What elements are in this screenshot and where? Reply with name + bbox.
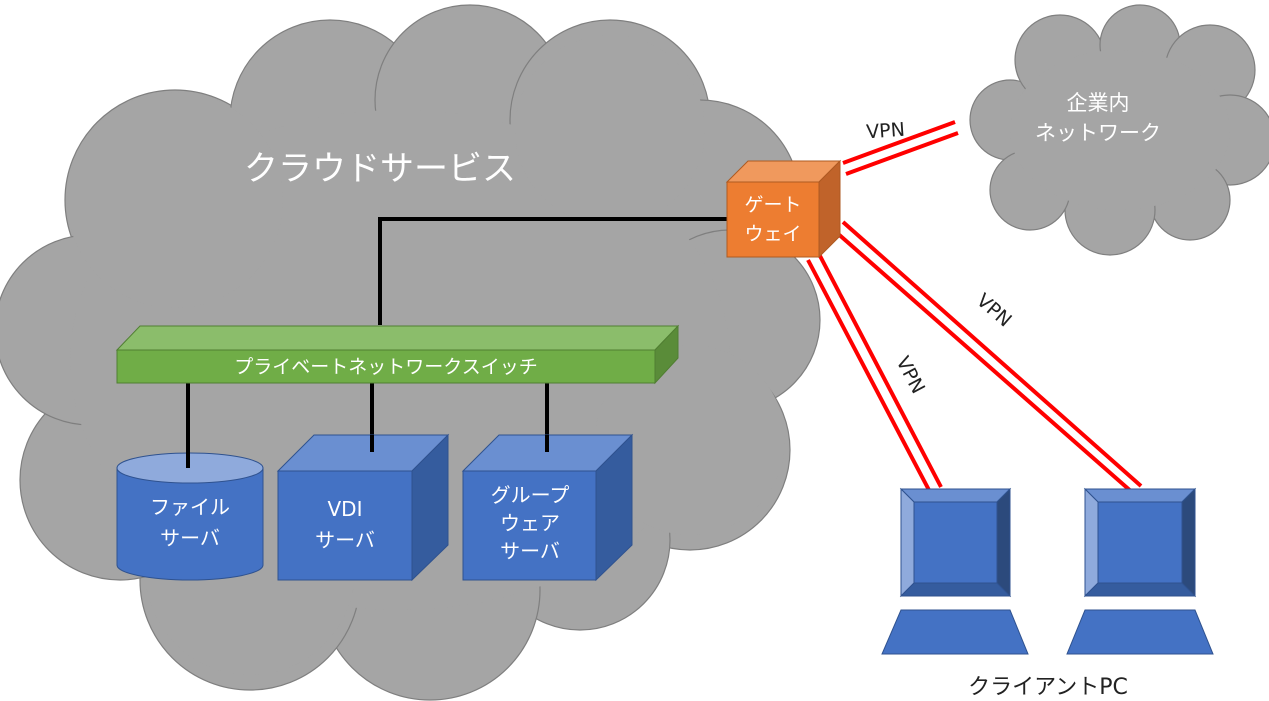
cloud-service-label: クラウドサービス [244, 149, 516, 189]
file-server-label-line1: ファイル [150, 495, 230, 519]
vpn-label-corporate: VPN [866, 119, 906, 144]
private-network-switch[interactable]: プライベートネットワークスイッチ [115, 324, 680, 385]
vpn-line-corporate [842, 120, 959, 176]
client-pc-1[interactable] [881, 487, 1029, 655]
vpn-lines [806, 120, 1143, 495]
monitor-icon [899, 487, 1012, 598]
vpn-line-client-1 [806, 253, 943, 493]
groupware-server-label-line1: グループ [491, 483, 570, 507]
gateway-label-line1: ゲート [744, 194, 801, 216]
gateway-label-line2: ウェイ [744, 223, 801, 245]
file-server-label-line2: サーバ [160, 526, 220, 550]
corporate-network-cloud-shape [969, 4, 1269, 256]
vdi-server-label-line2: サーバ [315, 528, 375, 552]
gateway[interactable]: ゲート ウェイ [725, 159, 842, 259]
switch-label: プライベートネットワークスイッチ [234, 356, 537, 378]
vdi-server[interactable]: VDI サーバ [276, 433, 450, 582]
file-server[interactable]: ファイル サーバ [116, 440, 264, 581]
wire-switch-gateway [378, 217, 728, 325]
vpn-line-client-2 [834, 220, 1143, 495]
groupware-server-label-line2: ウェア [500, 511, 560, 535]
corporate-network-label-line2: ネットワーク [1035, 121, 1161, 145]
groupware-server-label-line3: サーバ [500, 539, 560, 563]
monitor-icon [1083, 487, 1197, 598]
client-pc-label: クライアントPC [968, 675, 1128, 700]
vpn-label-client-1: VPN [892, 353, 930, 397]
groupware-server[interactable]: グループ ウェア サーバ [461, 433, 634, 582]
keyboard-icon [881, 609, 1029, 655]
client-pc-2[interactable] [1066, 487, 1214, 655]
keyboard-icon [1066, 609, 1214, 655]
vdi-server-label-line1: VDI [328, 497, 363, 521]
corporate-network-label-line1: 企業内 [1067, 91, 1130, 115]
vpn-label-client-2: VPN [972, 289, 1016, 331]
